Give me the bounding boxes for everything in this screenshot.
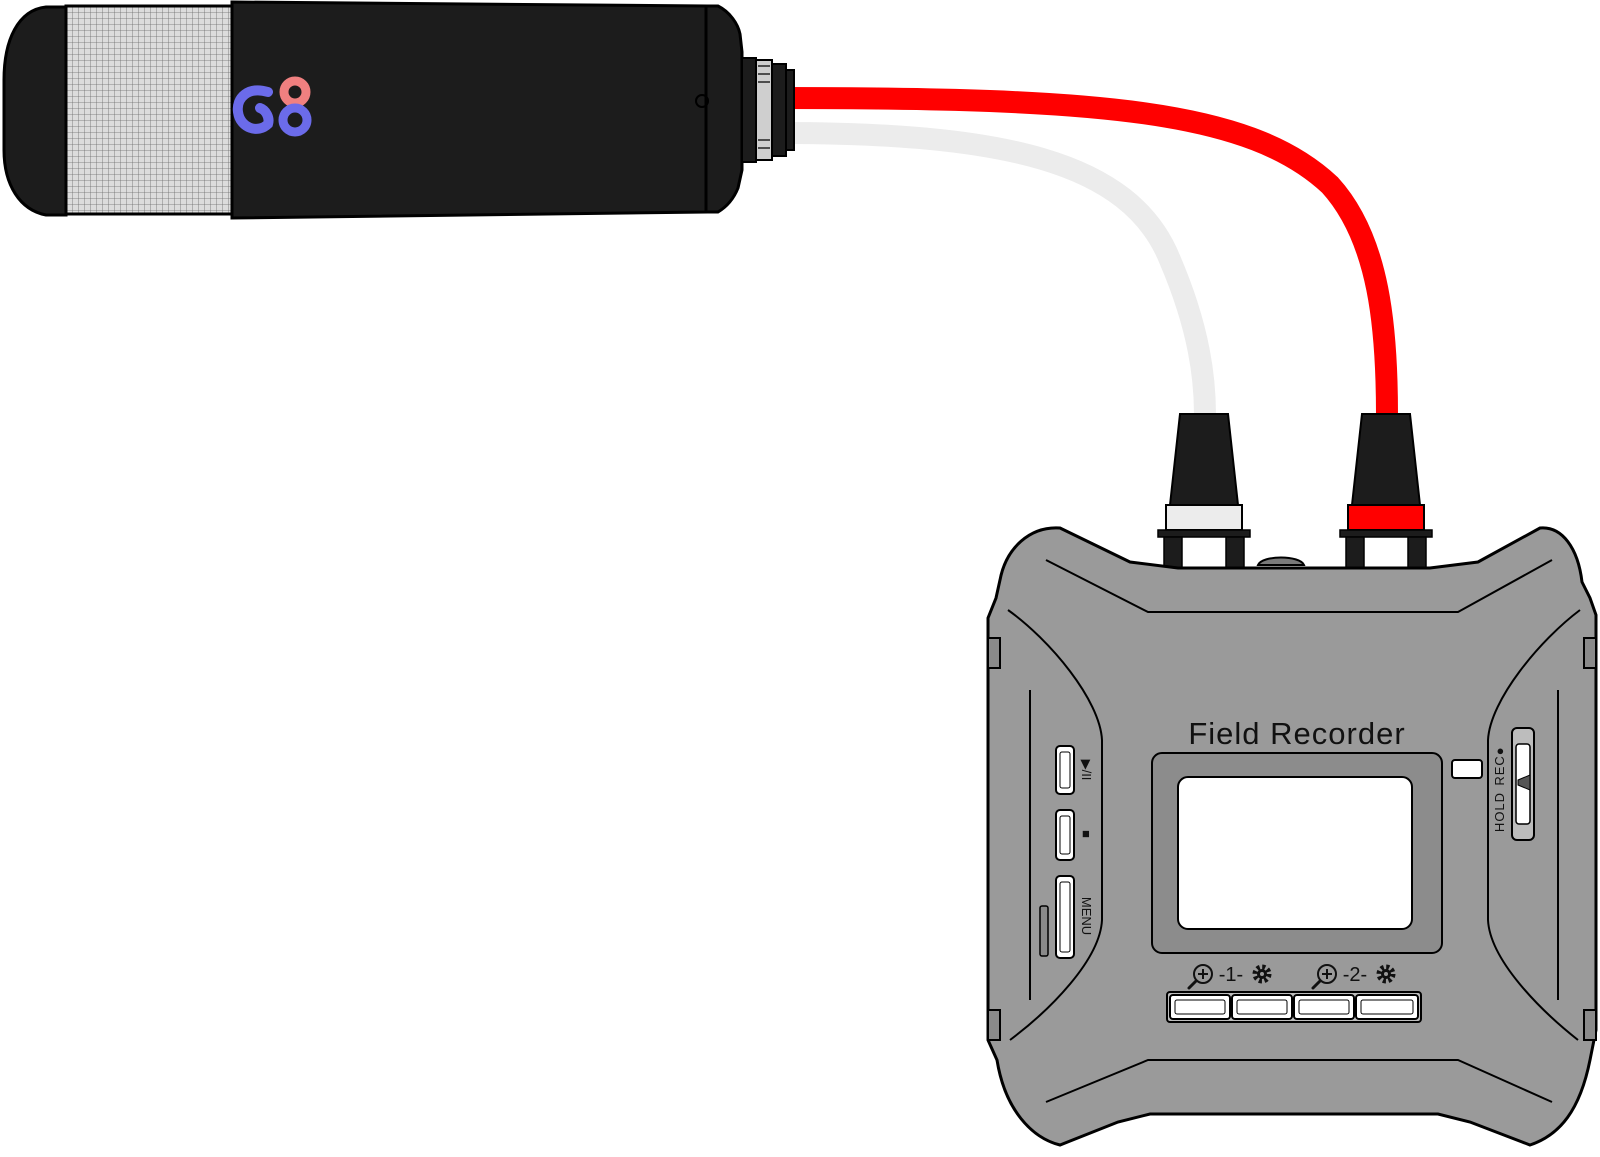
stop-label: ■ [1079,830,1094,838]
hold-rec-switch[interactable]: REC● HOLD [1492,727,1535,841]
field-recorder: Field Recorder ▶/II ■ MENU RE [986,526,1598,1147]
logo-icon [232,76,312,137]
zoom-in-icon [1311,964,1337,990]
xlr-left [1157,413,1251,570]
cable-left-white [769,122,1216,426]
channel-2-label: -2- [1343,964,1367,986]
xlr-right [1339,413,1433,570]
channel-1-group: -1- [1187,964,1272,990]
gear-icon [1252,964,1272,984]
hold-label: HOLD [1492,792,1507,832]
stop-button[interactable]: ■ [1055,809,1094,861]
play-pause-button[interactable]: ▶/II [1055,745,1094,795]
rec-led [1451,759,1483,779]
ch2-settings-button[interactable] [1355,994,1419,1020]
zoom-in-icon [1187,964,1213,990]
play-pause-label: ▶/II [1079,760,1094,781]
mic-screw [695,94,709,108]
side-port [1039,905,1049,957]
device-title: Field Recorder [1188,716,1405,751]
rec-label: REC● [1492,746,1507,785]
microphone-icon [2,0,795,220]
ch2-zoom-button[interactable] [1293,994,1355,1020]
gear-icon [1376,964,1396,984]
channel-2-group: -2- [1311,964,1396,990]
mic-rear [704,4,744,214]
cable-right-red [769,87,1398,426]
mic-front-cap [2,5,68,217]
menu-label: MENU [1079,897,1094,935]
display-screen [1177,776,1413,930]
xlr-connector-icon [1157,413,1433,570]
cables [769,87,1398,426]
mic-connector [741,57,795,163]
ch1-settings-button[interactable] [1231,994,1293,1020]
mic-grille [64,4,234,216]
ch1-zoom-button[interactable] [1169,994,1231,1020]
channel-1-label: -1- [1219,964,1243,986]
menu-button[interactable]: MENU [1055,875,1094,959]
